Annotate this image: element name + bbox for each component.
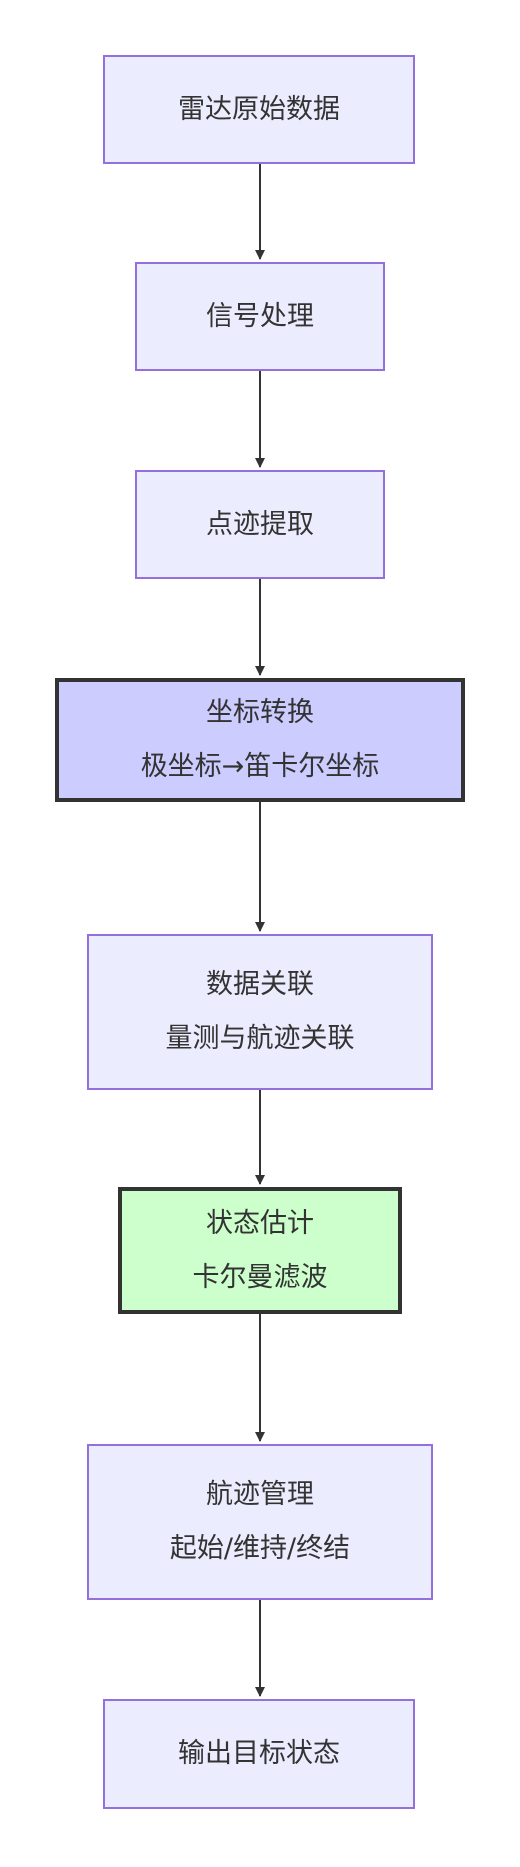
node-radar-raw-data: 雷达原始数据 — [103, 55, 415, 164]
node-output-target-state-label: 输出目标状态 — [178, 1738, 340, 1769]
node-signal-processing-label: 信号处理 — [206, 300, 314, 332]
node-state-estimation-title: 状态估计 — [206, 1207, 314, 1239]
node-plot-extraction-label: 点迹提取 — [206, 508, 314, 540]
node-state-estimation-detail: 卡尔曼滤波 — [192, 1261, 328, 1293]
node-coordinate-transform: 坐标转换 极坐标→笛卡尔坐标 — [55, 678, 465, 802]
node-state-estimation: 状态估计 卡尔曼滤波 — [118, 1187, 402, 1314]
node-signal-processing: 信号处理 — [135, 262, 385, 371]
node-track-management-title: 航迹管理 — [206, 1479, 314, 1510]
node-output-target-state: 输出目标状态 — [103, 1699, 415, 1809]
node-data-association-detail: 量测与航迹关联 — [165, 1023, 355, 1054]
node-coordinate-transform-title: 坐标转换 — [206, 697, 314, 728]
node-radar-raw-data-label: 雷达原始数据 — [178, 93, 340, 125]
node-data-association-title: 数据关联 — [206, 969, 314, 1000]
node-data-association: 数据关联 量测与航迹关联 — [87, 934, 433, 1090]
node-coordinate-transform-detail: 极坐标→笛卡尔坐标 — [140, 751, 380, 782]
node-plot-extraction: 点迹提取 — [135, 470, 385, 579]
node-track-management: 航迹管理 起始/维持/终结 — [87, 1444, 433, 1600]
node-track-management-detail: 起始/维持/终结 — [169, 1533, 351, 1564]
